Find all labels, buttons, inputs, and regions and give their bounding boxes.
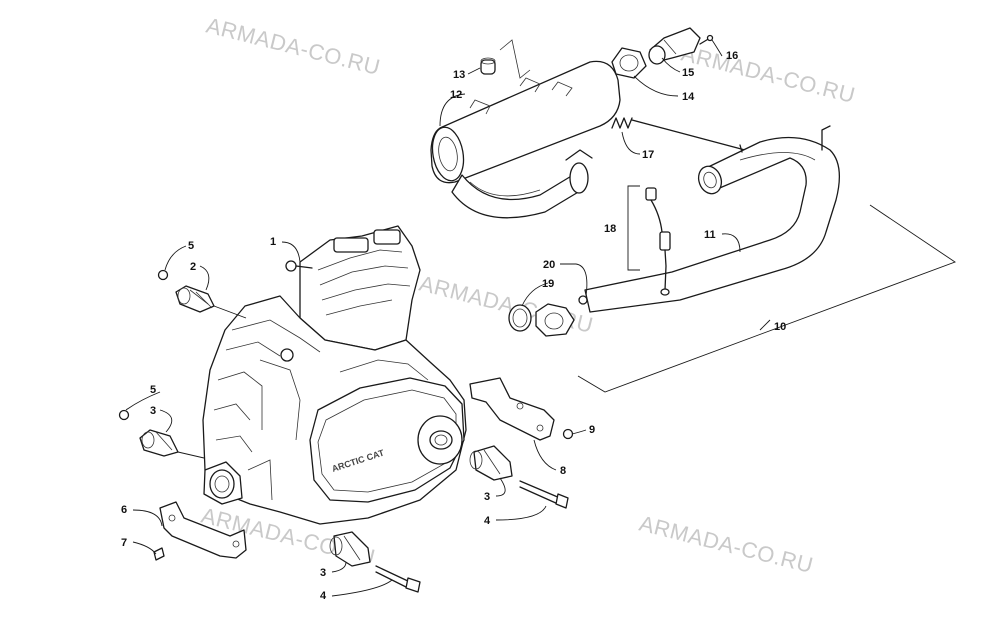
exhaust-gasket [508, 304, 532, 332]
spark-arrestor-tailpipe [648, 27, 701, 65]
callout-4-bottom: 4 [320, 590, 327, 602]
callout-5-top: 5 [188, 240, 194, 252]
callout-17: 17 [642, 149, 654, 161]
callout-8: 8 [560, 465, 566, 477]
leader-lines [125, 39, 771, 597]
callout-2: 2 [190, 261, 196, 273]
callout-18: 18 [604, 223, 616, 235]
engine-mount-rear-bottom [329, 531, 371, 567]
callout-11: 11 [704, 229, 716, 241]
watermark-top-right: ARMADA-CO.RU [679, 41, 858, 108]
rear-engine-bracket [469, 377, 555, 441]
front-mount-nut [118, 409, 130, 421]
muffler [430, 39, 621, 219]
callout-5-left: 5 [150, 384, 156, 396]
upper-mount-nut [157, 269, 169, 281]
callout-labels: 1 2 5 5 3 6 7 3 4 3 4 8 9 10 11 12 13 14… [121, 50, 786, 602]
callout-3-right: 3 [484, 491, 490, 503]
callout-13: 13 [453, 69, 465, 81]
rear-bottom-mount-bolt [375, 565, 421, 593]
front-engine-bracket [159, 501, 247, 559]
callout-10: 10 [774, 321, 786, 333]
front-bracket-screw [153, 547, 165, 561]
engine-mount-rear-right [469, 445, 513, 481]
oxygen-sensor [645, 187, 671, 296]
flange-nut [578, 295, 588, 305]
callout-6: 6 [121, 504, 127, 516]
watermark-top: ARMADA-CO.RU [204, 13, 383, 80]
exhaust-header-pipe [584, 125, 841, 313]
watermark-bottom-right: ARMADA-CO.RU [637, 511, 816, 578]
callout-15: 15 [682, 67, 694, 79]
exhaust-spring [611, 117, 746, 151]
callout-3-left: 3 [150, 405, 156, 417]
callout-9: 9 [589, 424, 595, 436]
header-flange [535, 303, 575, 337]
engine-mount-front [139, 429, 205, 459]
callout-1: 1 [270, 236, 276, 248]
callout-3-bottom: 3 [320, 567, 326, 579]
callout-4-right: 4 [484, 515, 491, 527]
engine-mount-upper [175, 285, 247, 319]
callout-20: 20 [543, 259, 555, 271]
grommet [480, 57, 496, 75]
rear-right-mount-bolt [519, 480, 569, 509]
tailpipe-gasket [611, 47, 647, 79]
callout-16: 16 [726, 50, 738, 62]
callout-19: 19 [542, 278, 554, 290]
leader-18-bracket [627, 185, 640, 271]
rear-bracket-nut [562, 428, 574, 440]
engine: ARCTIC CAT [202, 225, 467, 525]
callout-7: 7 [121, 537, 127, 549]
callout-14: 14 [682, 91, 695, 103]
tailpipe-screw [699, 34, 714, 45]
exhaust-assembly-bracket [577, 204, 956, 393]
callout-12: 12 [450, 89, 462, 101]
